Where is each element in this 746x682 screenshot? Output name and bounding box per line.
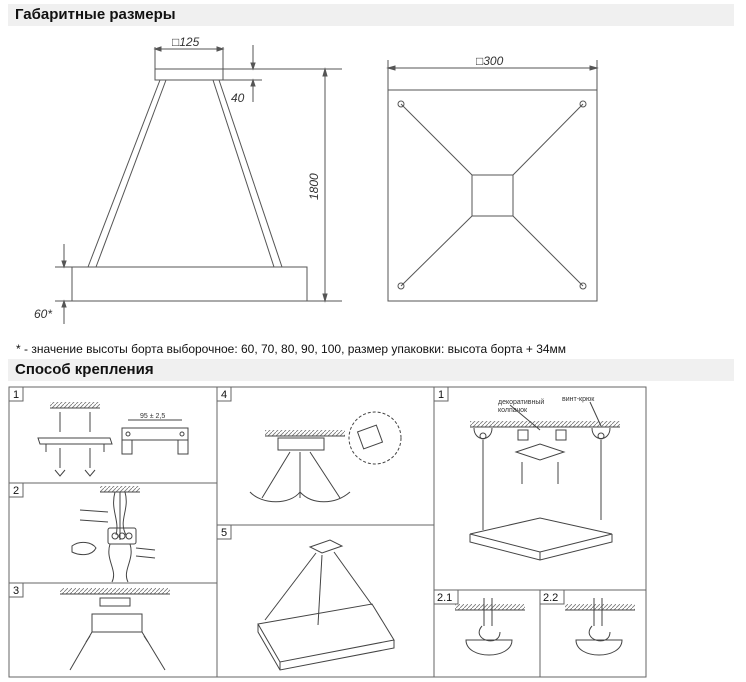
panel-2-number: 2 — [13, 485, 19, 497]
panel-1-bracket — [37, 402, 189, 477]
panel-2-wiring — [71, 486, 156, 583]
panel-r21-hook — [455, 598, 525, 656]
left-panel-frame — [8, 386, 218, 678]
dim-canopy-height: 40 — [231, 91, 245, 105]
decor-cap-label: декоративный — [498, 398, 544, 406]
panel-r22-hook — [565, 598, 635, 656]
panel-5-assembled — [257, 539, 395, 671]
footnote: * - значение высоты борта выборочное: 60… — [16, 342, 567, 356]
canopy — [154, 68, 224, 81]
plan-frame — [387, 89, 598, 302]
dimensions-title: Габаритные размеры — [15, 6, 176, 23]
panel-5-number: 5 — [221, 527, 227, 539]
panel-r21-number: 2.1 — [437, 592, 452, 604]
panel-1-number: 1 — [13, 389, 19, 401]
panel-r1-hooks — [469, 401, 620, 561]
plan-view — [386, 60, 599, 302]
panel-4-number: 4 — [221, 389, 227, 401]
decor-cap-label-2: колпачок — [498, 407, 528, 414]
panel-4-cable — [249, 411, 402, 503]
dim-frame-height: 60* — [34, 307, 52, 321]
panel-3-canopy — [60, 588, 170, 671]
frame — [71, 266, 308, 302]
bracket-dimension: 95 ± 2,5 — [140, 413, 165, 420]
mounting-header: Способ крепления — [8, 359, 734, 381]
panel-r1-number: 1 — [438, 389, 444, 401]
dim-total-height: 1800 — [307, 173, 321, 200]
dimensions-header: Габаритные размеры — [8, 4, 734, 26]
dim-plan-size: □300 — [476, 54, 504, 68]
plan-canopy — [471, 174, 514, 217]
mounting-title: Способ крепления — [15, 361, 154, 378]
panel-r22-number: 2.2 — [543, 592, 558, 604]
dim-canopy-width: □125 — [172, 35, 200, 49]
side-view — [55, 45, 342, 324]
hook-screw-label: винт-крюк — [562, 396, 595, 403]
panel-3-number: 3 — [13, 585, 19, 597]
